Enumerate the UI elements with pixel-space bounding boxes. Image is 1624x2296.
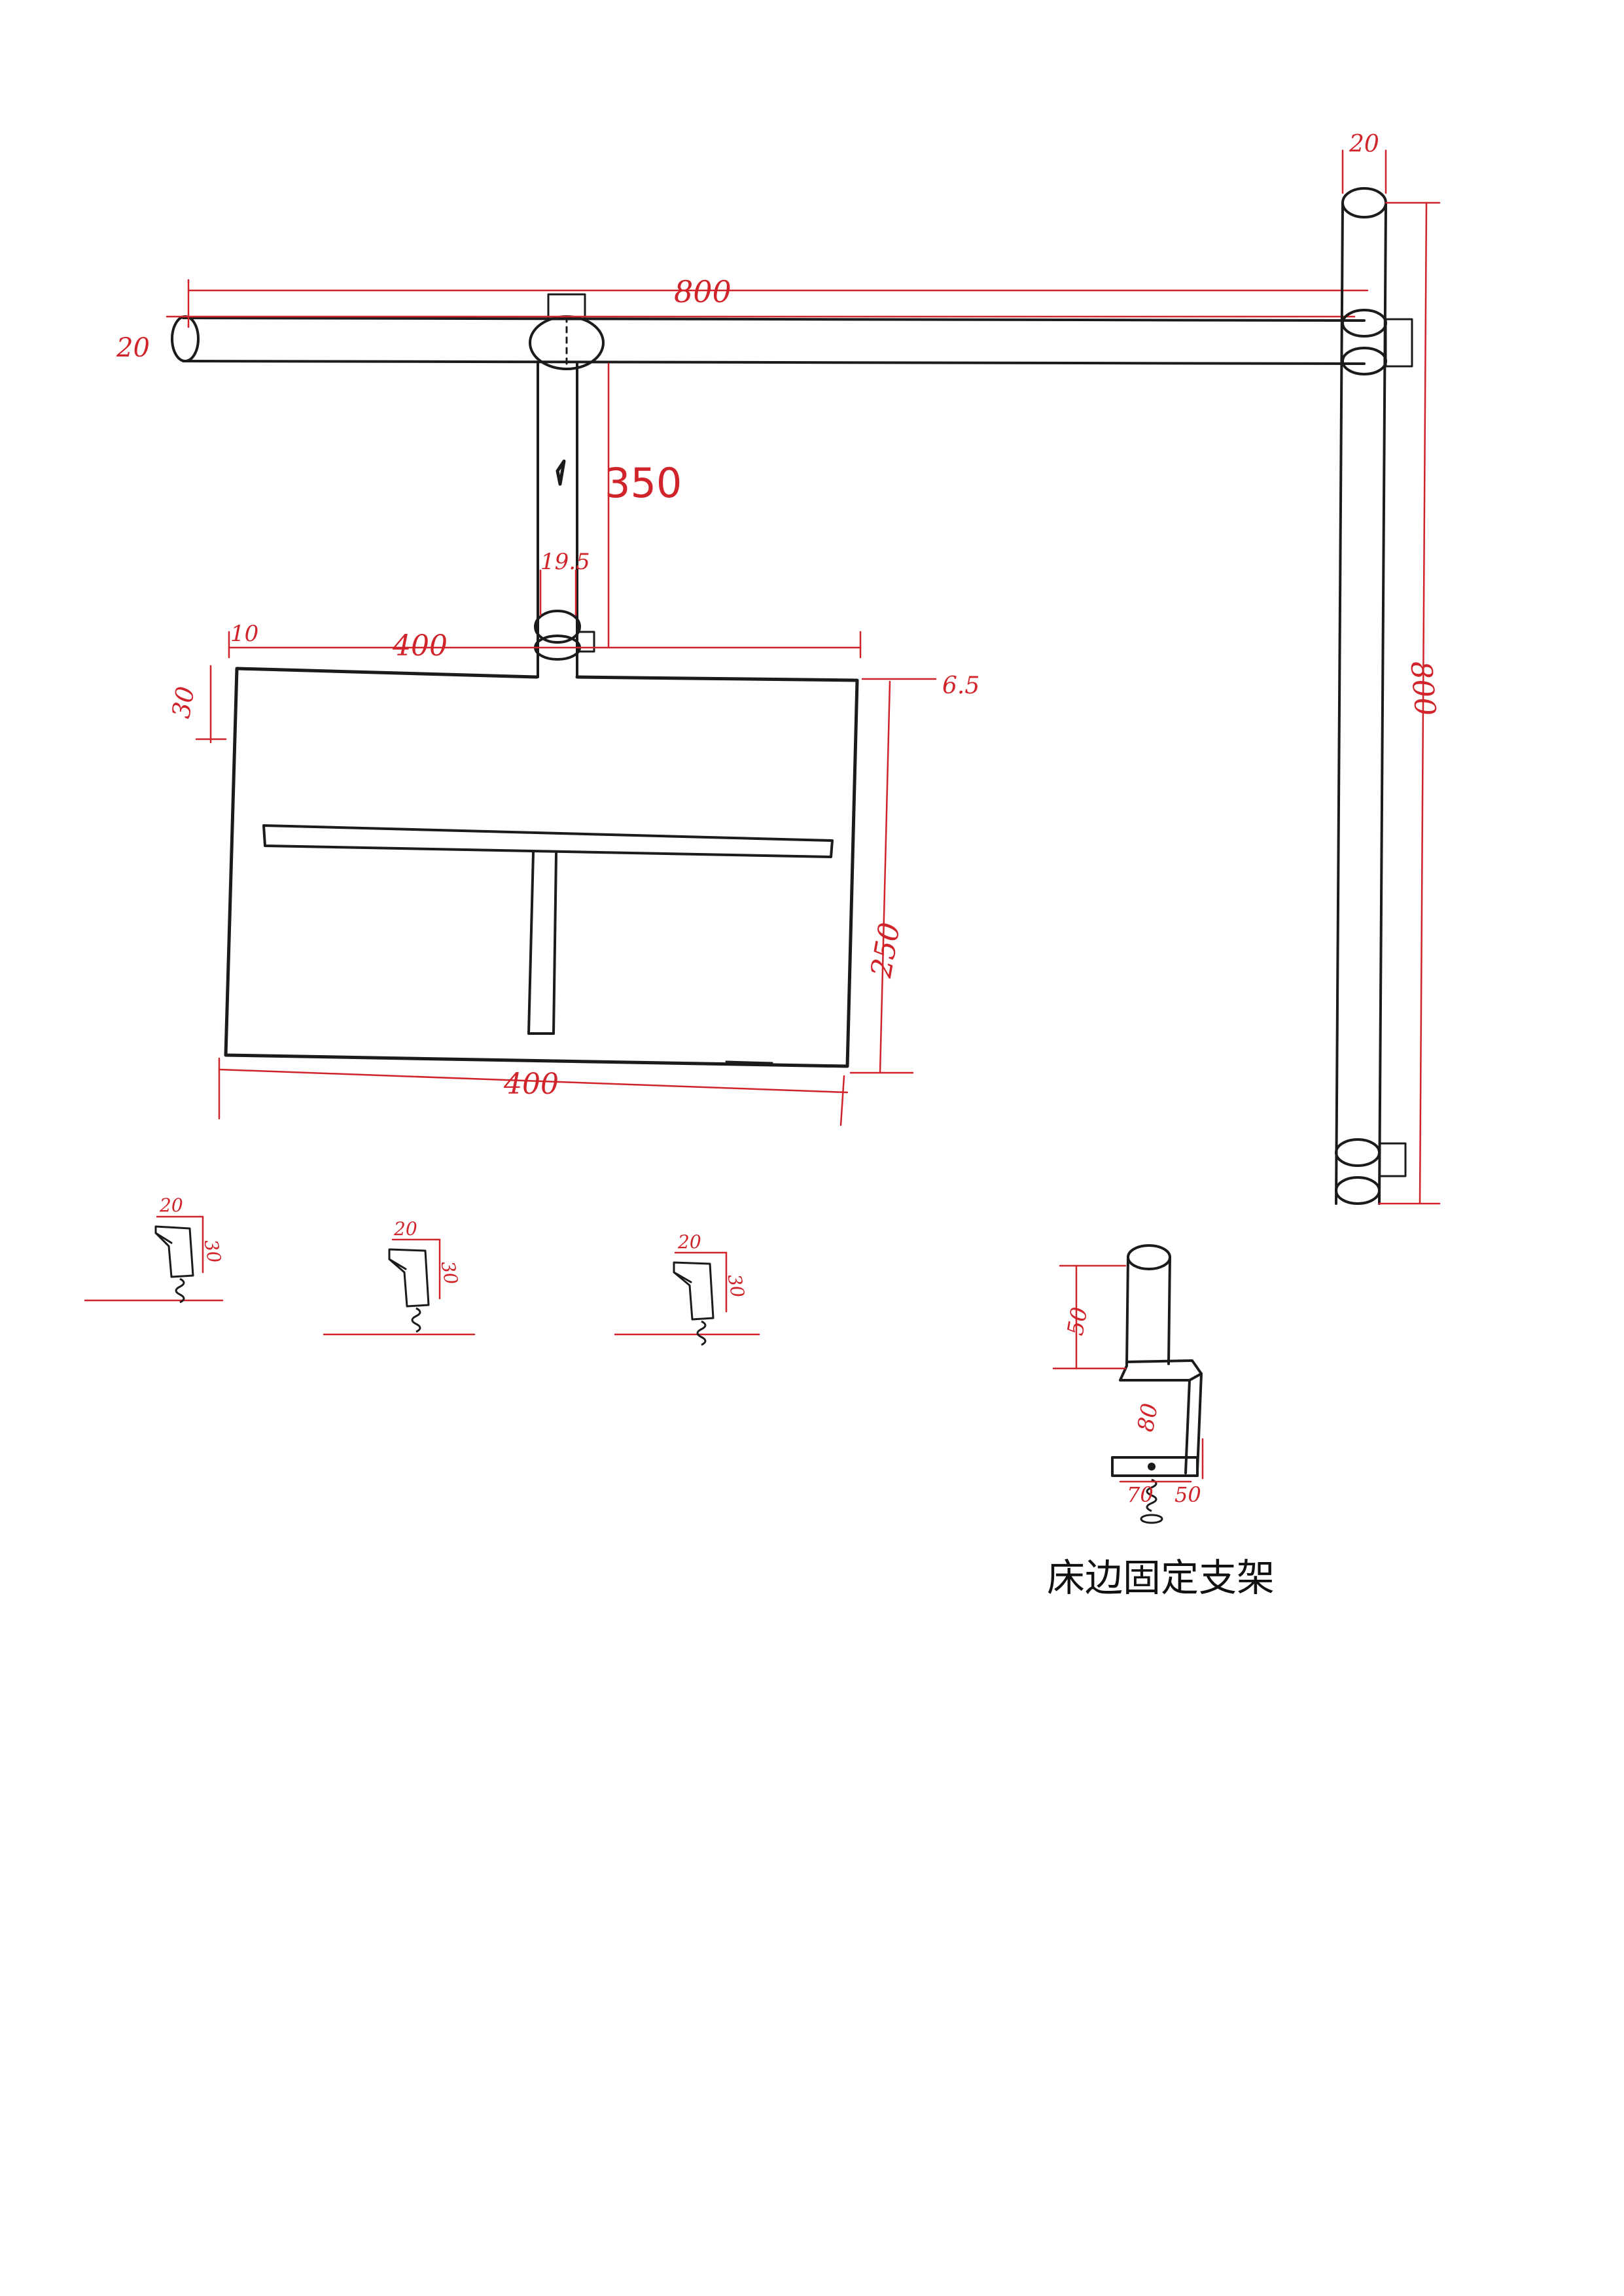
dim-frame-small-height: 30 <box>166 665 227 744</box>
small-clamp-1: 20 30 <box>84 1194 226 1304</box>
dim-frame-side: 6.5 250 <box>849 672 980 1074</box>
small-clamp-1-height: 30 <box>200 1238 226 1264</box>
dim-label-frame-bottom-length: 400 <box>503 1068 559 1101</box>
dim-top-bar-diameter: 20 <box>116 315 1356 363</box>
bed-frame <box>224 667 859 1068</box>
small-clamp-2-width: 20 <box>393 1218 417 1240</box>
dim-label-bracket-foot-width: 70 <box>1127 1482 1154 1507</box>
dim-label-vertical-post-diameter: 20 <box>1349 131 1379 158</box>
small-clamp-1-width: 20 <box>159 1194 183 1216</box>
dim-label-frame-top-length: 400 <box>392 629 448 663</box>
bracket-caption: 床边固定支架 <box>1047 1556 1275 1600</box>
vertical-post <box>1335 187 1413 1205</box>
dim-label-frame-corner: 6.5 <box>942 672 980 699</box>
small-clamp-2: 20 30 <box>323 1218 476 1336</box>
dim-label-frame-top-left-offset: 10 <box>230 621 258 647</box>
dim-top-bar-length: 800 <box>187 274 1369 328</box>
dim-label-top-bar-diameter: 20 <box>116 333 150 363</box>
top-horizontal-bar <box>171 293 1366 370</box>
bedside-bracket <box>1111 1244 1203 1524</box>
dim-label-frame-height-small: 30 <box>166 684 200 720</box>
dim-label-bracket-rod-height: 50 <box>1063 1305 1093 1338</box>
dim-label-bracket-arm-height: 80 <box>1133 1401 1163 1434</box>
dim-label-bracket-foot-height: 50 <box>1174 1482 1201 1507</box>
drop-rod <box>534 362 595 678</box>
dim-drop-rod-length: 350 <box>605 362 682 649</box>
small-clamp-2-height: 30 <box>437 1259 463 1286</box>
dim-label-frame-side-height: 250 <box>864 920 907 981</box>
small-clamp-3: 20 30 <box>614 1231 760 1346</box>
dim-label-clamp-width: 19.5 <box>540 549 590 575</box>
dim-clamp-width: 19.5 <box>539 549 590 616</box>
dim-label-top-bar-length: 800 <box>674 274 732 309</box>
small-clamp-3-width: 20 <box>677 1231 701 1253</box>
dim-frame-bottom: 400 <box>218 1057 849 1126</box>
dim-vertical-post: 20 800 <box>1341 131 1442 1205</box>
dim-label-vertical-post-length: 800 <box>1403 659 1441 717</box>
small-clamp-3-height: 30 <box>724 1272 749 1299</box>
dim-frame-top: 10 400 <box>228 621 862 663</box>
dim-label-drop-rod-length: 350 <box>605 459 682 507</box>
dim-bedside-bracket: 50 80 70 50 <box>1052 1264 1204 1507</box>
